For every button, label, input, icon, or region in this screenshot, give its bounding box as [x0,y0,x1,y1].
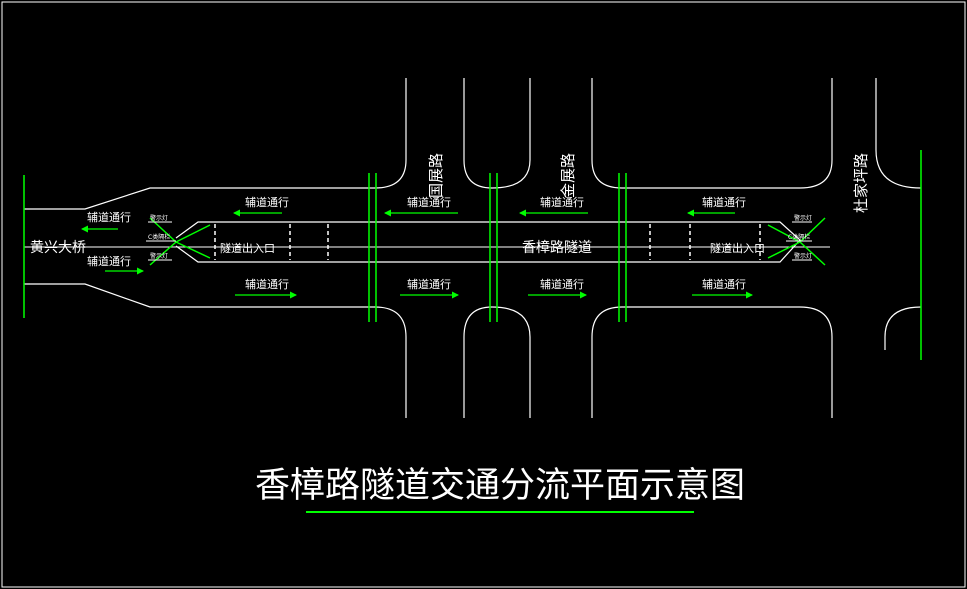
jinzhan-road-right-top-curb [591,78,623,189]
road-outlines [24,78,922,418]
sign-c-barrier-label: C类隔栏 [148,233,170,241]
jinzhan-road-left-bottom-curb [491,306,531,418]
dujiaping-right-top-curb [875,78,922,189]
road-label-dujiaping: 杜家坪路 [852,153,870,213]
guozhan-road-left-bottom-curb [374,306,407,418]
guozhan-road-left-top-curb [374,78,407,189]
sign-warning-light-label: 警示灯 [794,252,812,260]
guozhan-road-right-bottom-curb [463,306,493,418]
green-boundaries [23,150,922,360]
aux-road-label: 辅道通行 [87,210,131,224]
aux-road-label: 辅道通行 [245,195,289,209]
sign-warning-light-label: 警示灯 [150,252,168,260]
aux-road-label: 辅道通行 [702,277,746,291]
aux-road-label: 辅道通行 [407,277,451,291]
jinzhan-road-left-top-curb [491,78,531,189]
dujiaping-left-bottom-curb [622,306,833,418]
tunnel-walls [175,221,801,263]
sign-warning-light-label: 警示灯 [150,214,168,222]
bridge-label: 黄兴大桥 [30,239,86,256]
jinzhan-road-right-bottom-curb [591,306,623,418]
tunnel-label: 香樟路隧道 [522,239,592,256]
road-label-guozhan: 国展路 [427,153,445,198]
sign-underlines [146,221,812,261]
tunnel-entrance-exit-right: 隧道出入口 [710,241,765,255]
main-road-top-left-edge [24,187,375,210]
aux-road-label: 辅道通行 [407,195,451,209]
dujiaping-left-top-curb [622,78,833,189]
tunnel-marking-lines [214,224,761,260]
aux-road-label: 辅道通行 [702,195,746,209]
aux-road-label: 辅道通行 [87,254,131,268]
sign-c-barrier-label: C类隔栏 [788,233,810,241]
dujiaping-right-bottom-curb [884,306,922,350]
aux-road-label: 辅道通行 [540,277,584,291]
diagram-title: 香樟路隧道交通分流平面示意图 [255,466,745,506]
main-road-bottom-left-edge [24,283,375,308]
guozhan-road-right-top-curb [463,78,493,189]
aux-road-label: 辅道通行 [540,195,584,209]
road-label-jinzhan: 金展路 [559,153,577,198]
barrier-wings [175,224,801,259]
tunnel-entrance-exit-left: 隧道出入口 [220,241,275,255]
aux-road-label: 辅道通行 [245,277,289,291]
sign-warning-light-label: 警示灯 [794,214,812,222]
